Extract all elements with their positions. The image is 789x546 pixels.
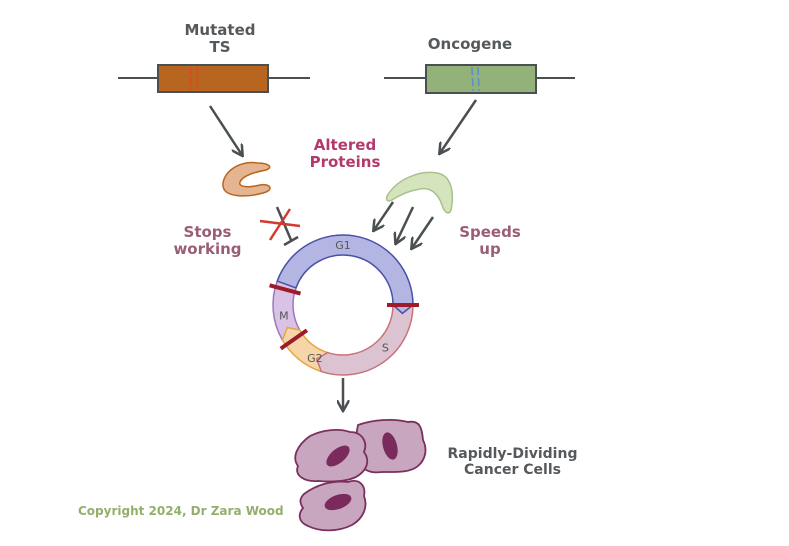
mutation-mark [471,66,474,92]
copyright-label: Copyright 2024, Dr Zara Wood [78,504,284,519]
cancer-cells-label: Rapidly-Dividing Cancer Cells [440,446,585,478]
cell-nucleus [324,493,352,511]
oncogene-label-text: Oncogene [427,35,513,53]
cancer-cells-text: Rapidly-Dividing Cancer Cells [447,446,578,479]
oncogene-gene [384,64,575,94]
speeds-up-label: Speeds up [445,223,535,259]
phase-label-g1: G1 [335,239,351,252]
cell-cycle: G1S G2 M [269,234,419,376]
cell-nucleus [382,432,398,460]
altered-proteins-label: Altered Proteins [290,136,400,172]
arrow-ts-to-protein [208,105,242,155]
stops-working-text: Stops working [173,223,242,259]
speeds-up-text: Speeds up [459,223,521,259]
phase-label-m: M [279,309,289,322]
cancer-cells [294,418,427,532]
phase-label-g2: G2 [307,352,323,365]
oncogene-label: Oncogene [420,35,520,53]
inhibition-blocked [259,206,301,247]
arrow-oncogene-to-protein [440,99,478,153]
oncogene-protein-shape [385,171,454,214]
stops-working-label: Stops working [160,223,255,259]
cross-icon [268,208,292,241]
ts-gene-box [157,64,269,93]
ts-gene-label-text: Mutated TS [184,21,256,57]
speed-arrow [374,201,395,230]
tumour-suppressor-gene [118,64,310,93]
speed-arrow [396,206,415,243]
ts-gene-label: Mutated TS [170,21,270,57]
ts-protein-shape [222,161,271,197]
inhibition-bar [283,235,299,247]
speed-arrow [412,216,435,248]
phase-label-s: S [382,341,389,354]
checkpoint-marker [269,283,302,296]
altered-proteins-text: Altered Proteins [309,136,381,172]
checkpoint-marker [279,328,309,351]
copyright-text: Copyright 2024, Dr Zara Wood [78,504,284,518]
phase-s-segment [315,304,414,376]
oncogene-box [425,64,537,94]
mutation-mark [477,66,480,92]
cell-nucleus [326,445,350,467]
